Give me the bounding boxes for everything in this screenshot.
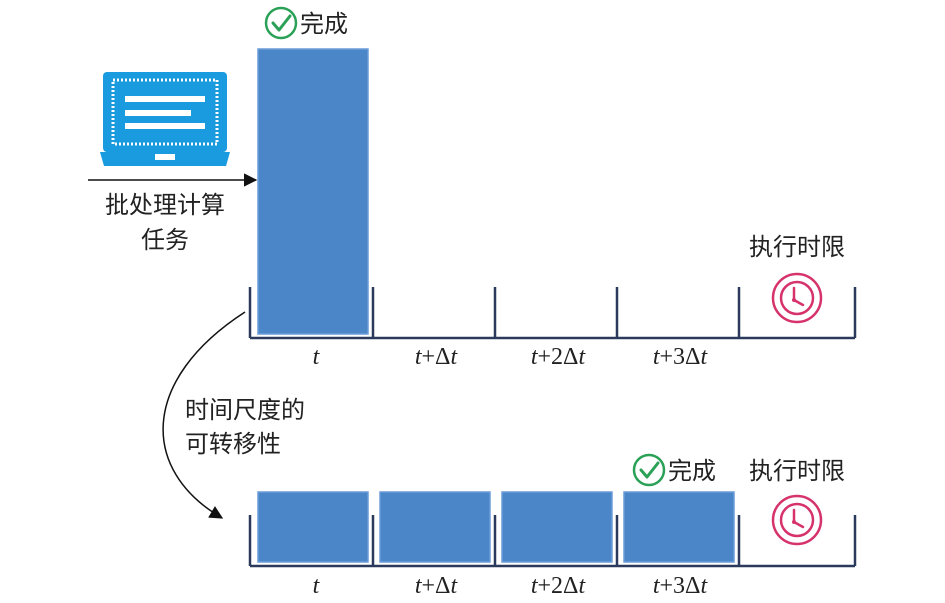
check-circle-icon (632, 453, 666, 487)
task-bar-short-2 (501, 491, 613, 563)
transfer-label-line2: 可转移性 (185, 430, 281, 458)
bottom-time-axis (248, 515, 857, 568)
top-slot-label-3: t+3Δt (653, 344, 709, 370)
transfer-label-line1: 时间尺度的 (185, 396, 305, 424)
task-bar-short-0 (257, 491, 369, 563)
top-slot-label-2: t+2Δt (531, 344, 587, 370)
task-label-line2: 任务 (141, 226, 189, 254)
task-bar-short-1 (379, 491, 491, 563)
laptop-icon (100, 72, 230, 166)
done-label-top: 完成 (300, 10, 348, 38)
bottom-slot-label-3: t+3Δt (653, 573, 709, 599)
transfer-arrow (162, 311, 246, 519)
task-label-line1: 批处理计算 (105, 191, 225, 219)
top-slot-label-0: t (313, 344, 321, 370)
bottom-slot-label-2: t+2Δt (531, 573, 587, 599)
clock-icon (771, 494, 823, 546)
task-bar-short-3 (623, 491, 735, 563)
task-bar-tall (257, 48, 369, 335)
clock-icon (771, 272, 823, 324)
top-slot-label-1: t+Δt (415, 344, 459, 370)
bottom-slot-label-1: t+Δt (415, 573, 459, 599)
deadline-label-top: 执行时限 (749, 233, 845, 261)
done-label-bottom: 完成 (668, 457, 716, 485)
bottom-slot-label-0: t (313, 573, 321, 599)
deadline-label-bottom: 执行时限 (749, 457, 845, 485)
check-circle-icon (264, 6, 298, 40)
top-time-axis (248, 287, 857, 340)
